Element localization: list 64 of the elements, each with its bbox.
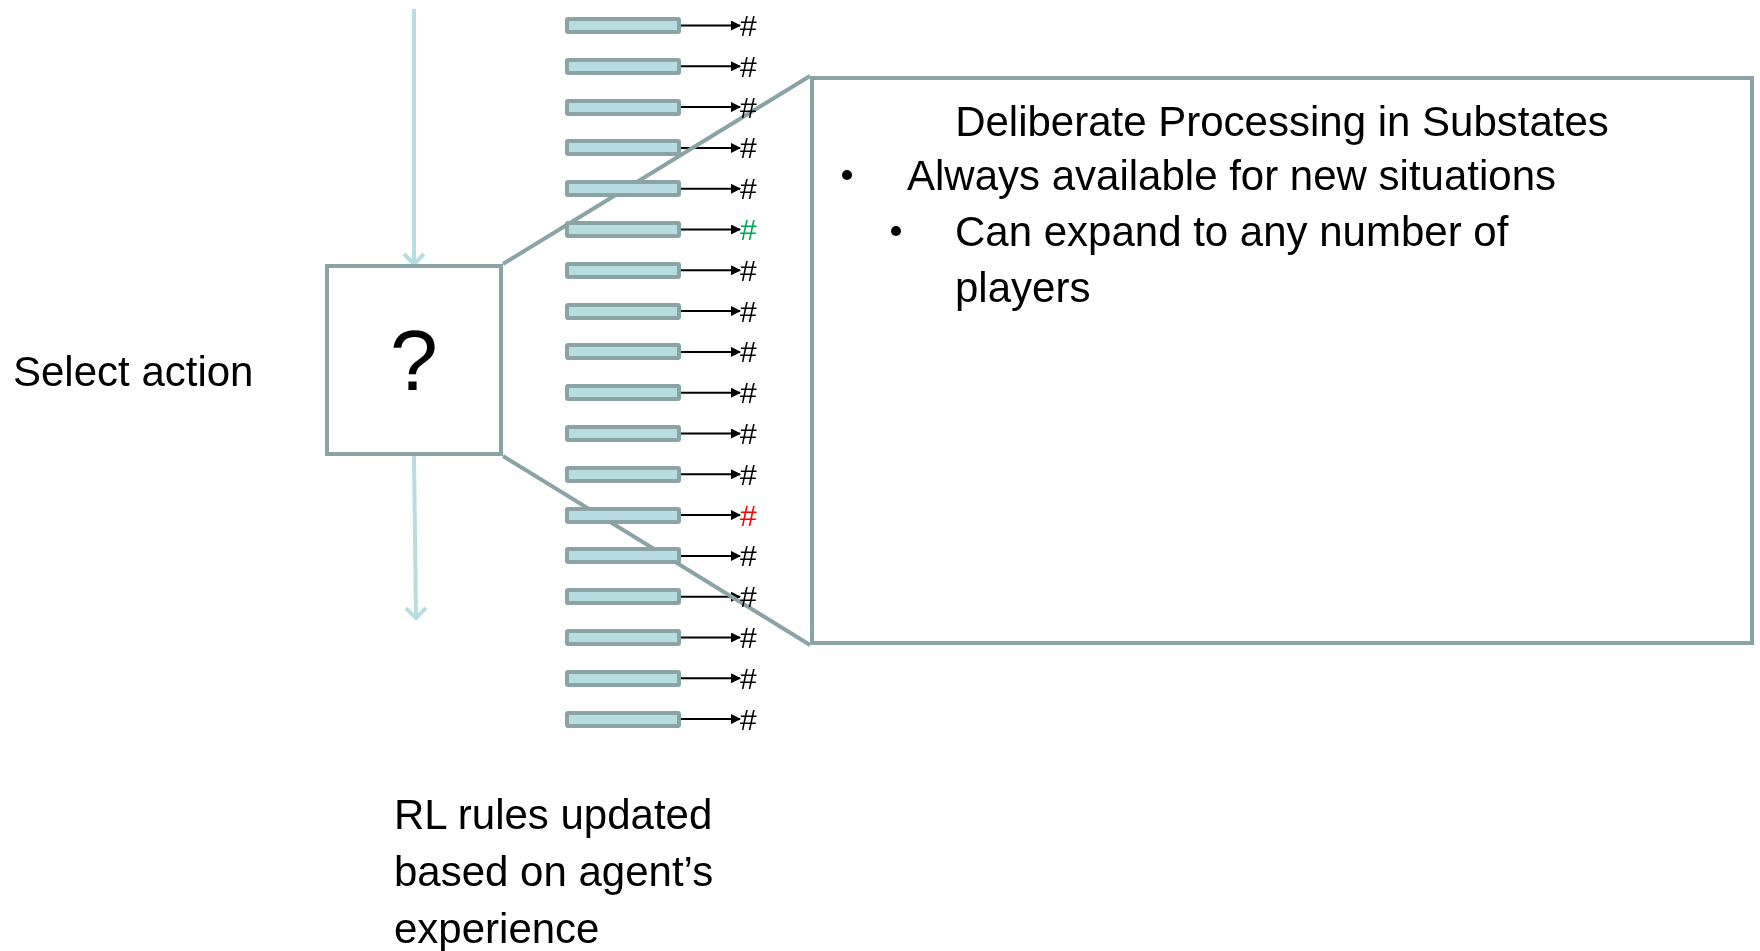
- value-mark: #: [740, 334, 770, 371]
- bullet-text: Always available for new situations: [907, 151, 1557, 201]
- arrow: [403, 455, 428, 620]
- rule-bar: [565, 57, 681, 75]
- arrow: [680, 265, 741, 276]
- arrow: [680, 591, 741, 602]
- value-mark: #: [740, 130, 770, 167]
- value-mark: #: [740, 375, 770, 412]
- rule-bar: [565, 669, 681, 687]
- rule-bar: [565, 139, 681, 157]
- value-mark: #: [740, 456, 770, 493]
- rule-bar: [565, 547, 681, 565]
- arrow: [680, 61, 741, 72]
- arrow: [680, 714, 741, 725]
- zoom-line: [501, 74, 812, 266]
- arrow: [680, 142, 741, 153]
- arrow: [680, 224, 741, 235]
- zoom-line: [501, 454, 812, 647]
- rule-bar: [565, 384, 681, 402]
- panel-heading: Deliberate Processing in Substates: [954, 97, 1610, 147]
- rule-bar: [565, 221, 681, 238]
- rule-bar: [565, 425, 681, 442]
- arrow: [680, 387, 741, 398]
- value-mark: #: [740, 48, 770, 85]
- value-mark: #: [740, 497, 770, 534]
- rule-bar: [565, 17, 681, 34]
- side-label: Select action: [13, 347, 255, 397]
- rule-bar: [565, 261, 681, 279]
- arrow: [680, 346, 741, 357]
- value-mark: #: [740, 8, 770, 44]
- arrow: [680, 510, 741, 521]
- value-mark: #: [740, 171, 770, 208]
- arrow: [680, 550, 741, 561]
- value-mark: #: [740, 701, 770, 738]
- value-mark: #: [740, 416, 770, 452]
- value-mark: #: [740, 538, 770, 575]
- callout-panel: [810, 76, 1754, 645]
- value-mark: #: [740, 579, 770, 616]
- arrow: [680, 428, 741, 439]
- value-mark: #: [740, 89, 770, 126]
- rule-bar: [565, 629, 681, 646]
- rule-bar: [565, 710, 681, 728]
- arrow: [680, 20, 741, 31]
- rule-bar: [565, 98, 681, 116]
- arrow: [680, 673, 741, 684]
- value-mark: #: [740, 293, 770, 330]
- rule-bar: [565, 588, 681, 606]
- value-mark: #: [740, 252, 770, 289]
- arrow: [680, 306, 741, 317]
- bullet-text: Can expand to any number of players: [955, 207, 1510, 313]
- value-mark: #: [740, 620, 770, 656]
- arrow: [680, 183, 741, 194]
- arrow: [680, 632, 741, 643]
- rule-bar: [565, 465, 681, 483]
- rule-bar: [565, 506, 681, 524]
- value-mark: #: [740, 660, 770, 697]
- rule-bar: [565, 343, 681, 361]
- rule-bar: [565, 302, 681, 320]
- arrow: [680, 469, 741, 480]
- arrow: [680, 102, 741, 113]
- rule-bar: [565, 180, 681, 198]
- arrow: [402, 9, 426, 266]
- value-mark: #: [740, 212, 770, 248]
- decision-box: ?: [325, 264, 503, 456]
